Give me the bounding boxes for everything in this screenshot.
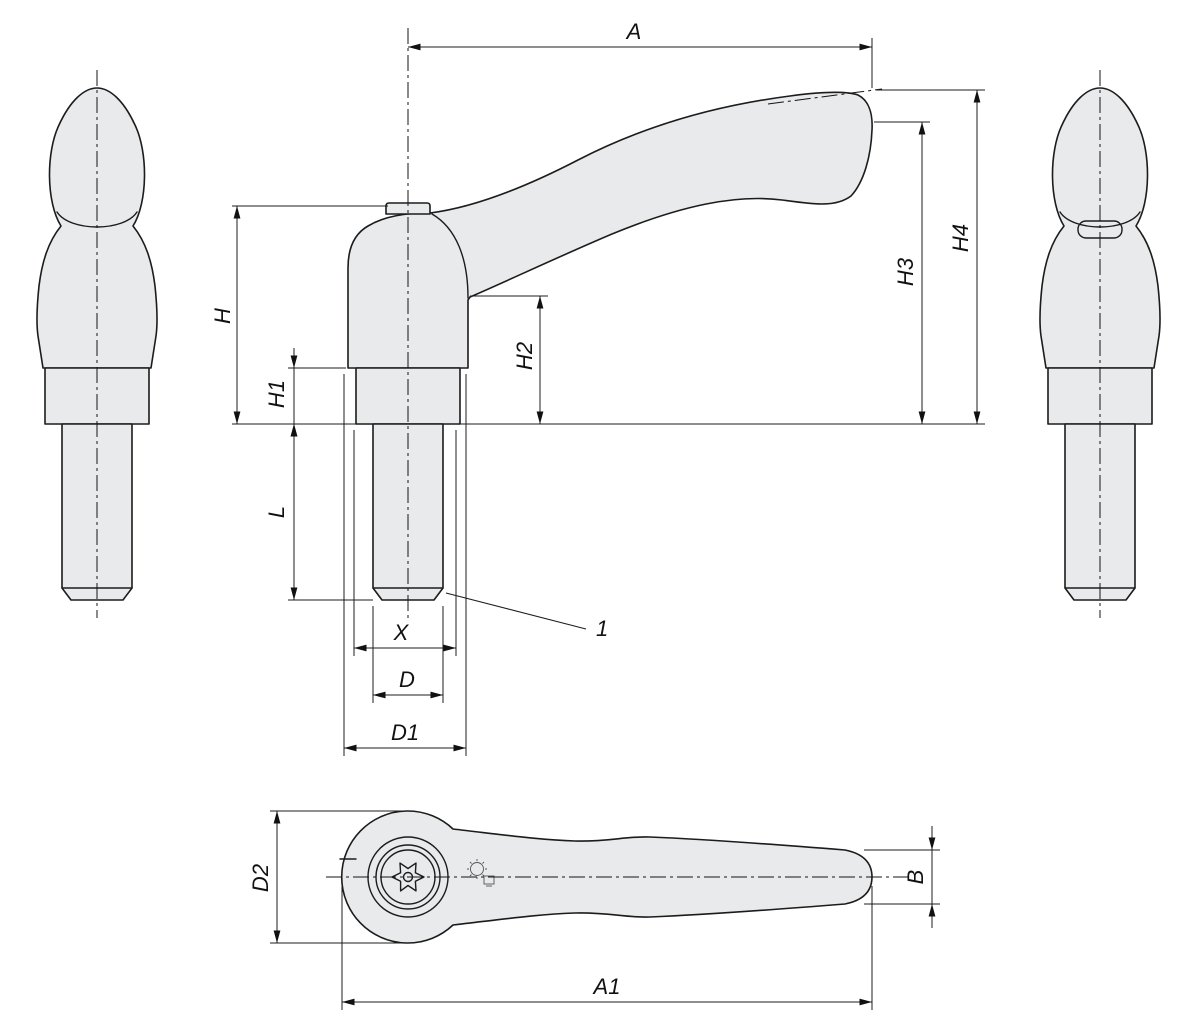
callout-label-1: 1 <box>596 616 608 641</box>
arrowhead-icon <box>233 411 241 424</box>
top-view <box>326 810 912 944</box>
dimension-H3: H3 <box>874 121 930 424</box>
dimension-label-D: D <box>399 667 415 692</box>
dimension-X: X <box>353 430 457 656</box>
cap-outline <box>385 202 431 215</box>
arrowhead-icon <box>354 644 367 652</box>
end-view-right <box>1039 70 1161 618</box>
arrowhead-icon <box>973 90 981 103</box>
arrowhead-icon <box>928 837 936 850</box>
lever-body-outline <box>347 91 873 369</box>
arrowhead-icon <box>453 744 466 752</box>
arrowhead-icon <box>536 411 544 424</box>
arrowhead-icon <box>290 587 298 600</box>
dimension-label-H4: H4 <box>948 224 973 252</box>
hub-shoulder-edge <box>431 213 469 299</box>
arrowhead-icon <box>233 206 241 219</box>
dimension-B: B <box>864 826 940 928</box>
dimension-L: L <box>264 424 373 601</box>
dimension-label-L: L <box>264 506 289 518</box>
tip-phantom-line <box>767 88 883 105</box>
dimension-A: A <box>408 19 873 88</box>
arrowhead-icon <box>344 744 357 752</box>
dimension-label-H2: H2 <box>512 342 537 370</box>
dimension-H: H <box>210 205 388 425</box>
dimension-label-X: X <box>393 620 410 645</box>
arrowhead-icon <box>973 411 981 424</box>
leader-line <box>445 592 587 630</box>
arrowhead-icon <box>859 998 872 1006</box>
dimension-label-D2: D2 <box>248 864 273 892</box>
arrowhead-icon <box>859 43 872 51</box>
arrowhead-icon <box>536 296 544 309</box>
dimension-D: D <box>372 606 444 703</box>
side-view <box>347 28 883 622</box>
dimension-label-D1: D1 <box>391 720 419 745</box>
arrowhead-icon <box>928 904 936 917</box>
arrowhead-icon <box>290 424 298 437</box>
arrowhead-icon <box>918 122 926 135</box>
arrowhead-icon <box>342 998 355 1006</box>
dimension-H1: H1 <box>264 348 346 444</box>
lead-free-marking-icon <box>467 859 495 887</box>
dimension-label-A: A <box>625 19 642 44</box>
arrowhead-icon <box>918 411 926 424</box>
arrowhead-icon <box>443 644 456 652</box>
arrowhead-icon <box>430 691 443 699</box>
dimension-H4: H4 <box>876 89 985 424</box>
dimension-label-H1: H1 <box>264 380 289 408</box>
arrowhead-icon <box>408 43 421 51</box>
dimension-label-A1: A1 <box>592 974 621 999</box>
dimension-label-B: B <box>903 870 928 885</box>
dimension-D1: D1 <box>343 374 467 756</box>
arrowhead-icon <box>273 930 281 943</box>
dimension-label-H3: H3 <box>893 257 918 286</box>
dimension-D2: D2 <box>248 810 404 944</box>
arrowhead-icon <box>273 811 281 824</box>
arrowhead-icon <box>373 691 386 699</box>
dimension-label-H: H <box>210 308 235 324</box>
dimension-H2: H2 <box>460 295 985 425</box>
dimension-A1: A1 <box>341 886 873 1010</box>
arrowhead-icon <box>290 355 298 368</box>
end-view-left <box>36 70 158 618</box>
callout-1: 1 <box>445 592 608 641</box>
